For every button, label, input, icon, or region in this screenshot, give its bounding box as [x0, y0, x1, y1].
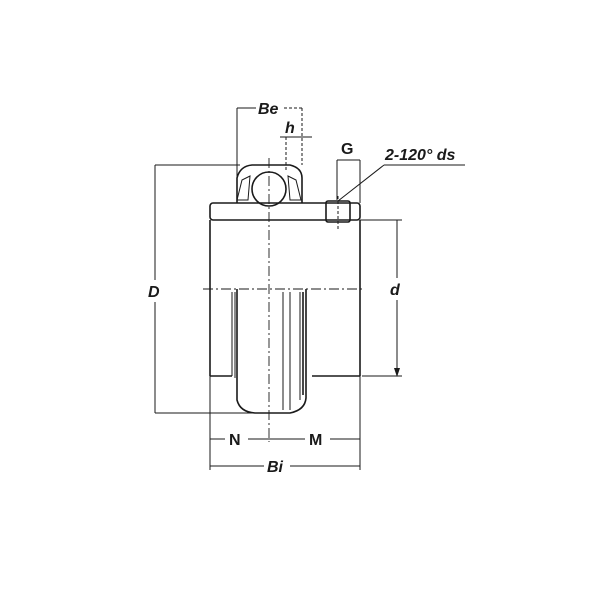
label-h: h	[285, 120, 295, 137]
label-M: M	[309, 432, 322, 449]
set-screw-callout: 2-120° ds	[337, 147, 465, 202]
label-D: D	[148, 284, 160, 301]
inner-ring	[209, 202, 361, 377]
dimension-Bi: Bi	[210, 459, 360, 476]
seal-right	[287, 175, 302, 201]
label-G: G	[341, 141, 353, 158]
label-Bi: Bi	[267, 459, 284, 476]
label-Be: Be	[258, 101, 279, 118]
centerlines	[203, 158, 362, 442]
dimension-D: D	[148, 164, 270, 414]
seal-left	[236, 175, 251, 201]
label-d: d	[390, 282, 401, 299]
outer-ring	[231, 164, 307, 414]
label-set-screw: 2-120° ds	[384, 147, 456, 164]
dimension-N-M: N M	[209, 376, 361, 470]
dimension-G: G	[336, 141, 361, 203]
set-screw	[325, 196, 351, 230]
dimension-h: h	[280, 120, 312, 172]
dimension-d: d	[360, 219, 402, 377]
dimension-Be: Be	[236, 101, 303, 200]
label-N: N	[229, 432, 241, 449]
